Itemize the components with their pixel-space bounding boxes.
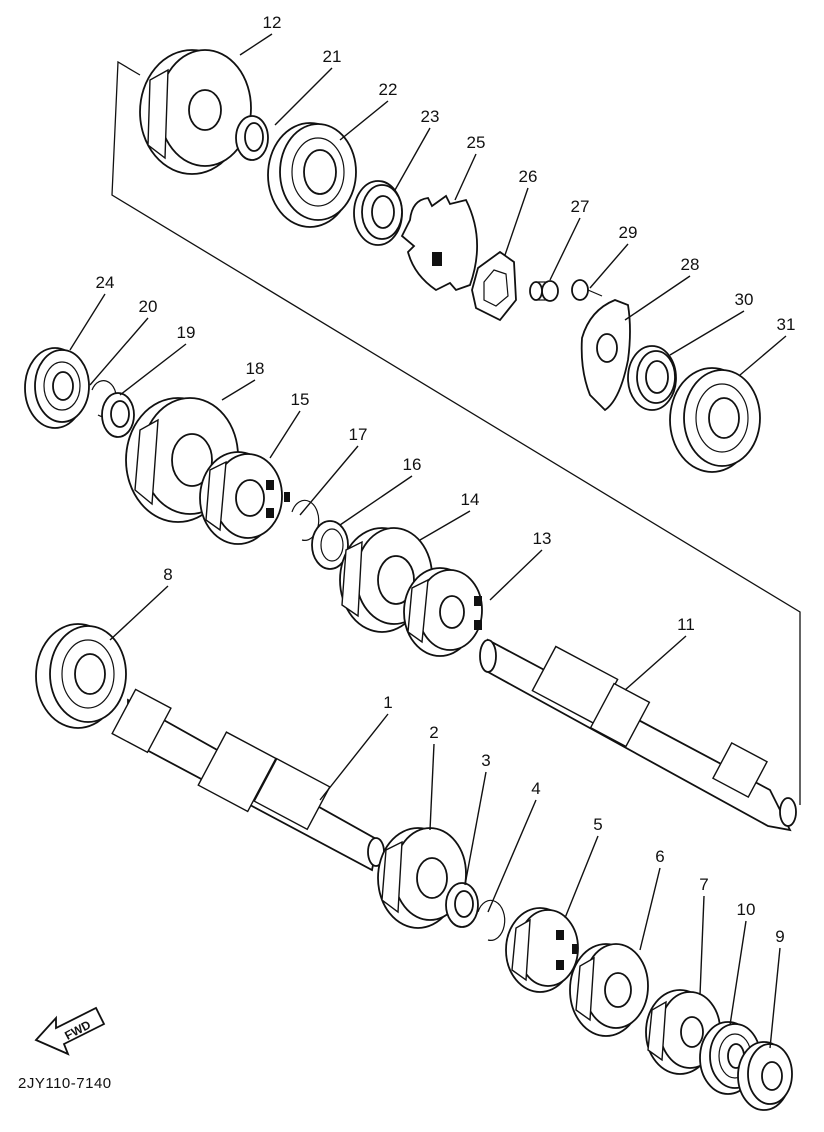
part-22-bearing — [267, 122, 357, 228]
part-9-collar — [737, 1041, 793, 1111]
part-23-oil-seal — [353, 180, 403, 246]
part-1-main-axle — [111, 688, 385, 872]
callout-2: 2 — [429, 723, 438, 742]
callout-17: 17 — [349, 425, 368, 444]
part-27-bolt — [529, 280, 559, 302]
callout-10: 10 — [737, 900, 756, 919]
leader-line-24 — [69, 293, 106, 351]
part-29-bolt — [571, 279, 603, 301]
part-15-gear — [199, 451, 290, 545]
leader-line-16 — [339, 475, 413, 526]
callout-25: 25 — [467, 133, 486, 152]
leader-line-7 — [699, 895, 705, 996]
assembly-boundary — [111, 60, 801, 805]
leader-line-25 — [454, 153, 477, 201]
part-12-gear — [139, 49, 252, 175]
callout-15: 15 — [291, 390, 310, 409]
part-13-gear — [403, 567, 483, 657]
leader-line-30 — [669, 310, 745, 356]
callout-23: 23 — [421, 107, 440, 126]
part-30-oil-seal — [627, 345, 677, 411]
leader-line-14 — [419, 510, 471, 541]
leader-line-28 — [624, 275, 691, 321]
leader-line-18 — [221, 379, 256, 401]
part-24-bearing — [24, 347, 90, 429]
leader-line-10 — [729, 920, 747, 1026]
leader-line-21 — [274, 67, 333, 126]
leader-line-27 — [549, 217, 581, 281]
leader-line-9 — [769, 947, 781, 1049]
callout-21: 21 — [323, 47, 342, 66]
leader-line-2 — [429, 743, 435, 831]
leader-line-5 — [564, 835, 599, 919]
part-8-bearing — [35, 623, 127, 729]
part-16-washer — [311, 520, 349, 570]
callout-13: 13 — [533, 529, 552, 548]
leader-line-15 — [269, 410, 301, 459]
leader-line-6 — [639, 867, 661, 951]
leader-line-29 — [589, 243, 629, 289]
part-31-bearing — [669, 367, 761, 473]
callout-20: 20 — [139, 297, 158, 316]
leader-line-11 — [624, 635, 687, 691]
part-17-circlip — [291, 499, 320, 541]
callout-29: 29 — [619, 223, 638, 242]
leader-line-23 — [394, 127, 431, 191]
part-25-sprocket — [400, 194, 478, 292]
leader-line-3 — [464, 771, 487, 886]
callout-16: 16 — [403, 455, 422, 474]
part-21-washer — [235, 115, 269, 161]
callout-8: 8 — [163, 565, 172, 584]
leader-line-12 — [239, 33, 273, 56]
leader-line-4 — [487, 799, 537, 913]
part-4-circlip — [477, 899, 506, 941]
leader-line-17 — [299, 445, 359, 516]
callout-12: 12 — [263, 13, 282, 32]
callout-labels: 1221222325262729283031242019181517161413… — [69, 13, 796, 1049]
callout-4: 4 — [531, 779, 540, 798]
callout-30: 30 — [735, 290, 754, 309]
callout-27: 27 — [571, 197, 590, 216]
callout-5: 5 — [593, 815, 602, 834]
leader-line-19 — [119, 343, 187, 396]
callout-28: 28 — [681, 255, 700, 274]
callout-3: 3 — [481, 751, 490, 770]
leader-line-26 — [504, 187, 529, 256]
callout-26: 26 — [519, 167, 538, 186]
leader-line-1 — [319, 713, 389, 801]
part-3-washer — [445, 882, 479, 928]
leader-line-22 — [339, 100, 389, 141]
part-11-drive-axle — [479, 638, 797, 832]
callout-31: 31 — [777, 315, 796, 334]
part-5-gear — [505, 907, 579, 993]
part-26-lock-washer — [471, 250, 517, 322]
leader-line-31 — [739, 335, 787, 376]
callout-19: 19 — [177, 323, 196, 342]
callout-22: 22 — [379, 80, 398, 99]
callout-9: 9 — [775, 927, 784, 946]
part-19-washer — [101, 392, 135, 438]
callout-7: 7 — [699, 875, 708, 894]
leader-line-8 — [109, 585, 169, 641]
part-6-gear — [569, 943, 649, 1037]
fwd-arrow-icon: FWD — [34, 1006, 106, 1056]
callout-1: 1 — [383, 693, 392, 712]
leader-line-13 — [489, 549, 543, 601]
diagram-code: 2JY110-7140 — [18, 1075, 112, 1092]
callout-6: 6 — [655, 847, 664, 866]
callout-24: 24 — [96, 273, 115, 292]
callout-14: 14 — [461, 490, 480, 509]
callout-18: 18 — [246, 359, 265, 378]
callout-11: 11 — [677, 615, 695, 634]
leader-line-20 — [89, 317, 149, 386]
part-28-plate — [580, 299, 631, 412]
